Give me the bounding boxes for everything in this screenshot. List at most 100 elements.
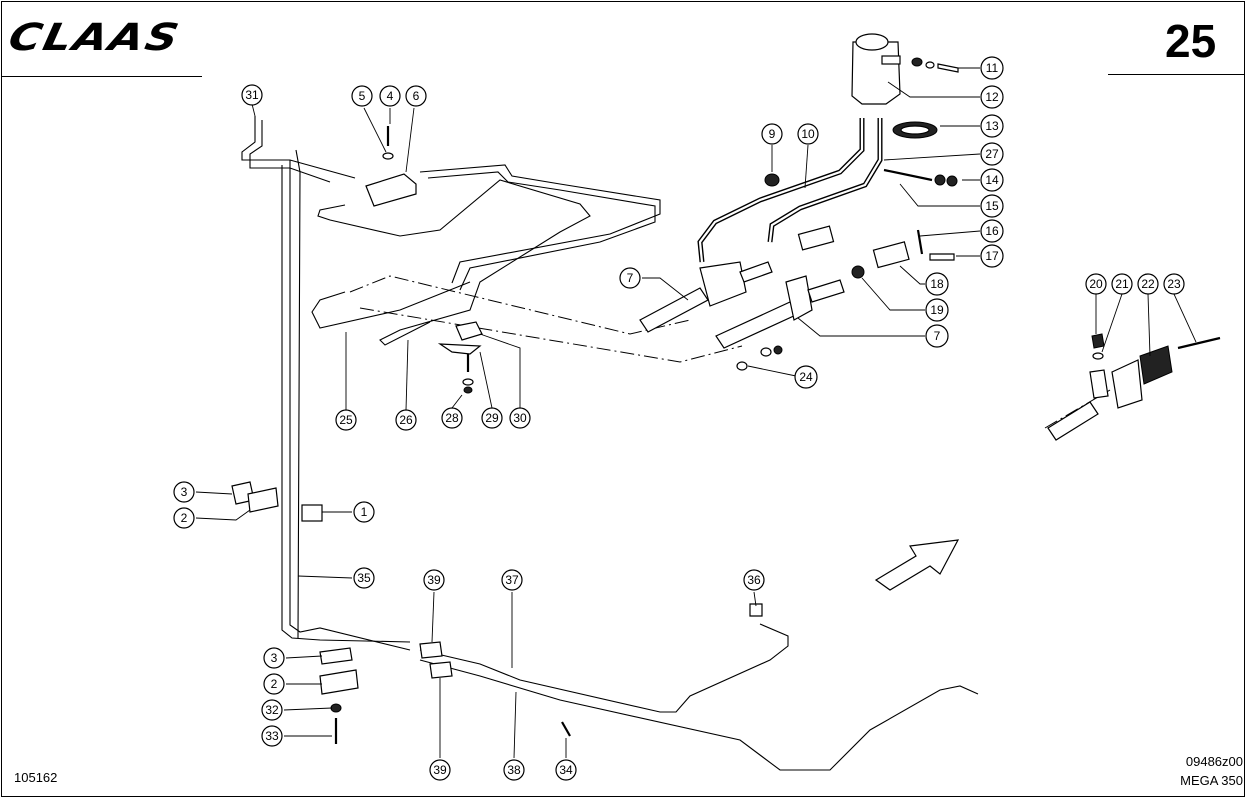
- callout-20: 20: [1085, 273, 1107, 295]
- reservoir-tank: [851, 41, 901, 105]
- svg-text:2: 2: [271, 677, 278, 691]
- reservoir-cap: [855, 33, 889, 51]
- header-rule-left: [2, 76, 202, 77]
- direction-arrow: [874, 539, 960, 591]
- svg-text:33: 33: [265, 729, 279, 743]
- callout-28: 28: [441, 407, 463, 429]
- union-39-lower: [429, 661, 453, 679]
- svg-text:23: 23: [1167, 277, 1181, 291]
- master-cylinder-flange-b: [785, 275, 813, 321]
- page-number: 25: [1165, 15, 1217, 67]
- document-number: 105162: [14, 770, 58, 785]
- clevis-upper: [797, 225, 835, 251]
- clamp-3-lower: [319, 647, 353, 665]
- svg-text:37: 37: [505, 573, 519, 587]
- svg-text:32: 32: [265, 703, 279, 717]
- svg-text:13: 13: [985, 119, 999, 133]
- svg-text:28: 28: [445, 411, 459, 425]
- callout-33: 33: [261, 725, 283, 747]
- callout-5: 5: [351, 85, 373, 107]
- pin-16: [916, 229, 924, 255]
- master-cylinder-flange-a: [699, 261, 747, 307]
- callout-39-upper: 39: [423, 569, 445, 591]
- callout-19: 19: [925, 298, 949, 322]
- callout-38: 38: [503, 759, 525, 781]
- detail-bleed-20: [1091, 333, 1105, 349]
- svg-text:35: 35: [357, 571, 371, 585]
- pin-17: [929, 253, 955, 261]
- callout-11: 11: [980, 56, 1004, 80]
- callout-21: 21: [1111, 273, 1133, 295]
- callout-13: 13: [980, 114, 1004, 138]
- callout-2-lower: 2: [263, 673, 285, 695]
- svg-text:20: 20: [1089, 277, 1103, 291]
- svg-text:5: 5: [359, 89, 366, 103]
- drawing-code: 09486z00: [1185, 754, 1243, 769]
- leaders-layer: [195, 67, 1197, 759]
- callout-10: 10: [797, 123, 819, 145]
- callout-25: 25: [335, 409, 357, 431]
- svg-text:39: 39: [433, 763, 447, 777]
- nut-11: [911, 57, 923, 67]
- svg-text:18: 18: [930, 277, 944, 291]
- t-fitting-6: [365, 173, 417, 207]
- callout-30: 30: [509, 407, 531, 429]
- svg-text:36: 36: [747, 573, 761, 587]
- union-39-upper: [419, 641, 443, 659]
- detail-cylinder: [1047, 401, 1099, 441]
- components-layer: [231, 33, 1221, 744]
- callout-4: 4: [379, 85, 401, 107]
- callout-37: 37: [501, 569, 523, 591]
- svg-text:4: 4: [387, 89, 394, 103]
- detail-body: [1089, 369, 1109, 399]
- callout-17: 17: [980, 244, 1004, 268]
- svg-text:3: 3: [181, 485, 188, 499]
- washer-11: [925, 61, 935, 69]
- svg-text:25: 25: [339, 413, 353, 427]
- nut-9: [764, 173, 780, 187]
- callout-26: 26: [395, 409, 417, 431]
- callout-29: 29: [481, 407, 503, 429]
- fitting-36: [749, 603, 763, 617]
- svg-text:7: 7: [627, 271, 634, 285]
- svg-text:34: 34: [559, 763, 573, 777]
- block-2-upper: [247, 487, 279, 513]
- nut-19: [851, 265, 865, 279]
- svg-text:22: 22: [1141, 277, 1155, 291]
- callout-35: 35: [353, 567, 375, 589]
- callout-32: 32: [261, 699, 283, 721]
- callout-7-lower: 7: [925, 324, 949, 348]
- callout-39-lower: 39: [429, 759, 451, 781]
- detail-flange-22: [1111, 359, 1143, 409]
- boot-a: [739, 261, 773, 283]
- svg-text:29: 29: [485, 411, 499, 425]
- center-line-upper: [349, 275, 691, 335]
- callout-12: 12: [980, 85, 1004, 109]
- washer-28: [462, 378, 474, 386]
- callouts-layer: 31 5 4 6 11 12 13 9 10 27 14 15 16 17 18…: [173, 56, 1185, 781]
- svg-text:27: 27: [985, 147, 999, 161]
- svg-text:30: 30: [513, 411, 527, 425]
- svg-text:15: 15: [985, 199, 999, 213]
- callout-27: 27: [980, 142, 1004, 166]
- callout-36: 36: [743, 569, 765, 591]
- master-cylinder-body-a: [639, 287, 709, 333]
- boot-b: [807, 279, 845, 303]
- svg-text:17: 17: [985, 249, 999, 263]
- bracket-30: [455, 321, 483, 341]
- washer-14a: [934, 174, 946, 186]
- detail-seal-22: [1139, 345, 1173, 385]
- nut-28: [463, 386, 473, 394]
- detail-pushrod-23: [1177, 336, 1221, 350]
- washer-5: [382, 152, 394, 160]
- callout-16: 16: [980, 219, 1004, 243]
- svg-text:14: 14: [985, 173, 999, 187]
- svg-text:7: 7: [934, 329, 941, 343]
- svg-text:9: 9: [769, 127, 776, 141]
- reservoir-bracket: [881, 55, 901, 65]
- pin-34: [561, 721, 571, 737]
- callout-6: 6: [405, 85, 427, 107]
- callout-7-upper: 7: [619, 267, 641, 289]
